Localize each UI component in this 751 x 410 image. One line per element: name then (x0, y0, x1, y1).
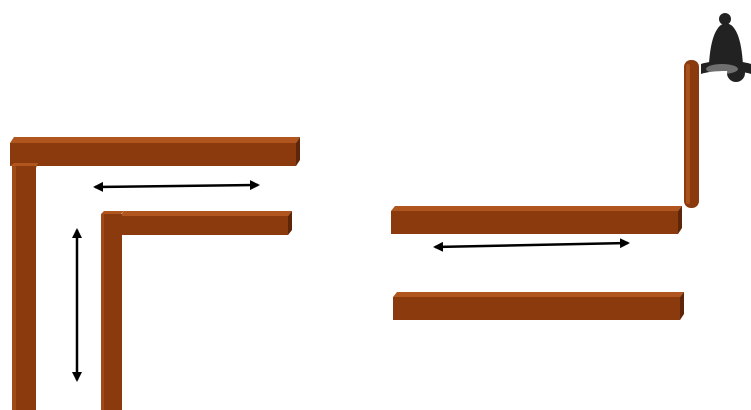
horizontal-bar-right-lower (393, 292, 684, 320)
vertical-bar-left-inner (101, 211, 124, 410)
vertical-bar-left-outer (10, 163, 38, 410)
double-arrow-horizontal-left (93, 180, 260, 192)
horizontal-bar-right-upper (391, 206, 682, 234)
double-arrow-horizontal-right (433, 238, 630, 252)
vertical-post-right (684, 60, 699, 208)
horizontal-bar-inner-left (120, 211, 292, 235)
horizontal-bar-top-left (10, 137, 300, 166)
bell-icon (701, 13, 751, 82)
